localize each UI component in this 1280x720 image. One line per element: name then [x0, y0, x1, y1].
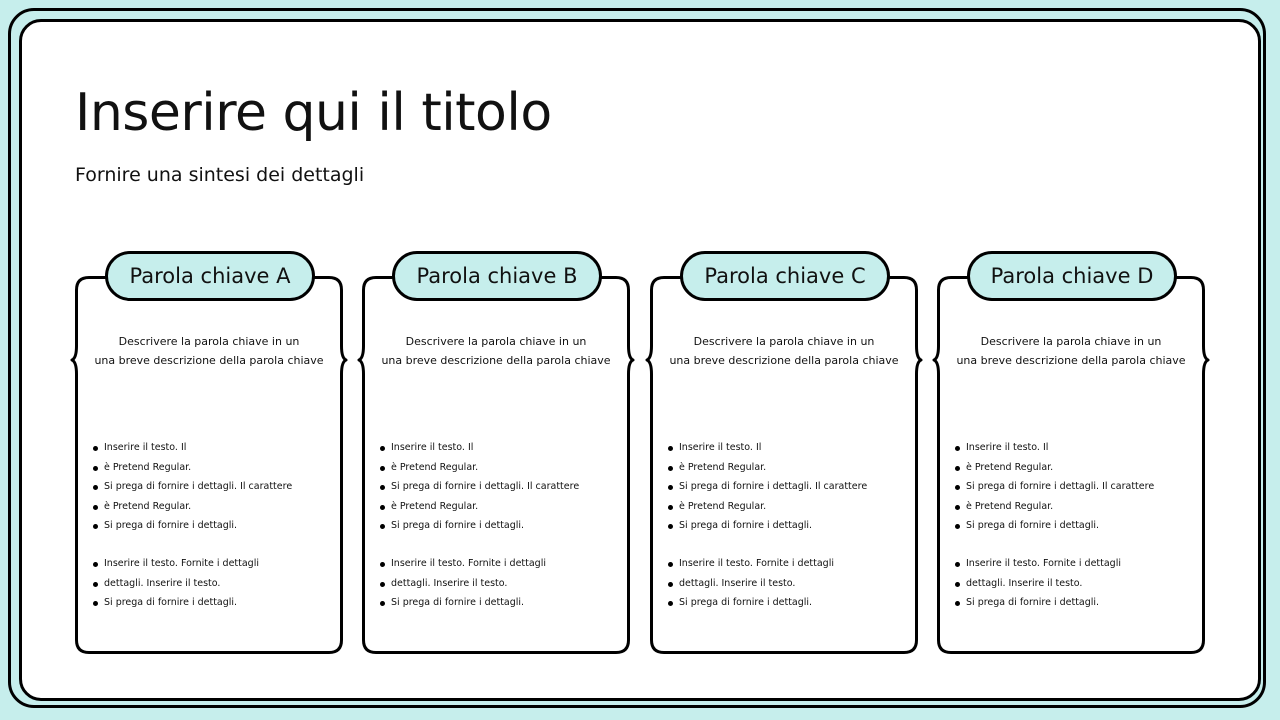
description-line: una breve descrizione della parola chiav… [956, 354, 1186, 367]
description-line: Descrivere la parola chiave in un [693, 335, 875, 348]
bullet-item: Si prega di fornire i dettagli. Il carat… [93, 477, 292, 497]
bullet-item: Si prega di fornire i dettagli. [93, 516, 292, 536]
keyword-pill: Parola chiave C [680, 251, 890, 301]
description-line: Descrivere la parola chiave in un [118, 335, 300, 348]
bullet-item: è Pretend Regular. [93, 458, 292, 478]
bullet-item: Si prega di fornire i dettagli. Il carat… [955, 477, 1154, 497]
keyword-description: Descrivere la parola chiave in un una br… [75, 332, 343, 370]
bullet-item: Inserire il testo. Il [380, 438, 579, 458]
bullet-item: dettagli. Inserire il testo. [380, 574, 546, 594]
description-line: Descrivere la parola chiave in un [980, 335, 1162, 348]
bullet-item: Inserire il testo. Fornite i dettagli [668, 554, 834, 574]
bullet-item: dettagli. Inserire il testo. [955, 574, 1121, 594]
bullet-item: è Pretend Regular. [668, 497, 867, 517]
bullet-item: Inserire il testo. Il [93, 438, 292, 458]
keyword-card-c: Parola chiave C Descrivere la parola chi… [645, 251, 923, 654]
bullet-item: è Pretend Regular. [93, 497, 292, 517]
description-line: una breve descrizione della parola chiav… [669, 354, 899, 367]
slide-title: Inserire qui il titolo [75, 83, 552, 143]
keyword-description: Descrivere la parola chiave in un una br… [937, 332, 1205, 370]
keyword-label: Parola chiave C [704, 264, 866, 288]
keyword-pill: Parola chiave A [105, 251, 315, 301]
keyword-label: Parola chiave B [416, 264, 578, 288]
bullet-item: è Pretend Regular. [380, 458, 579, 478]
bullet-item: dettagli. Inserire il testo. [668, 574, 834, 594]
description-line: Descrivere la parola chiave in un [405, 335, 587, 348]
bullet-item: Inserire il testo. Il [668, 438, 867, 458]
bullet-item: Si prega di fornire i dettagli. [668, 516, 867, 536]
keyword-pill: Parola chiave D [967, 251, 1177, 301]
bullet-item: è Pretend Regular. [955, 497, 1154, 517]
bullet-item: è Pretend Regular. [668, 458, 867, 478]
keyword-card-a: Parola chiave A Descrivere la parola chi… [70, 251, 348, 654]
bullet-item: è Pretend Regular. [955, 458, 1154, 478]
bullet-item: Inserire il testo. Fornite i dettagli [93, 554, 259, 574]
keyword-card-b: Parola chiave B Descrivere la parola chi… [357, 251, 635, 654]
bullet-item: Si prega di fornire i dettagli. [380, 516, 579, 536]
bullet-item: Si prega di fornire i dettagli. [668, 593, 834, 613]
bullet-item: Inserire il testo. Il [955, 438, 1154, 458]
bullet-item: Si prega di fornire i dettagli. [380, 593, 546, 613]
bullet-item: dettagli. Inserire il testo. [93, 574, 259, 594]
bullet-item: Inserire il testo. Fornite i dettagli [955, 554, 1121, 574]
keyword-description: Descrivere la parola chiave in un una br… [650, 332, 918, 370]
keyword-card-d: Parola chiave D Descrivere la parola chi… [932, 251, 1210, 654]
bullet-item: Inserire il testo. Fornite i dettagli [380, 554, 546, 574]
description-line: una breve descrizione della parola chiav… [381, 354, 611, 367]
slide-subtitle: Fornire una sintesi dei dettagli [75, 164, 365, 186]
bullet-item: Si prega di fornire i dettagli. [93, 593, 259, 613]
keyword-description: Descrivere la parola chiave in un una br… [362, 332, 630, 370]
outer-frame [8, 8, 1266, 708]
card-bracket-border [932, 276, 1210, 654]
card-bracket-border [645, 276, 923, 654]
card-bracket-border [70, 276, 348, 654]
description-line: una breve descrizione della parola chiav… [94, 354, 324, 367]
keyword-label: Parola chiave D [990, 264, 1154, 288]
bullet-item: è Pretend Regular. [380, 497, 579, 517]
bullet-item: Si prega di fornire i dettagli. Il carat… [380, 477, 579, 497]
keyword-label: Parola chiave A [129, 264, 291, 288]
keyword-pill: Parola chiave B [392, 251, 602, 301]
bullet-item: Si prega di fornire i dettagli. [955, 593, 1121, 613]
bullet-item: Si prega di fornire i dettagli. [955, 516, 1154, 536]
card-bracket-border [357, 276, 635, 654]
slide-panel [19, 19, 1261, 701]
bullet-item: Si prega di fornire i dettagli. Il carat… [668, 477, 867, 497]
